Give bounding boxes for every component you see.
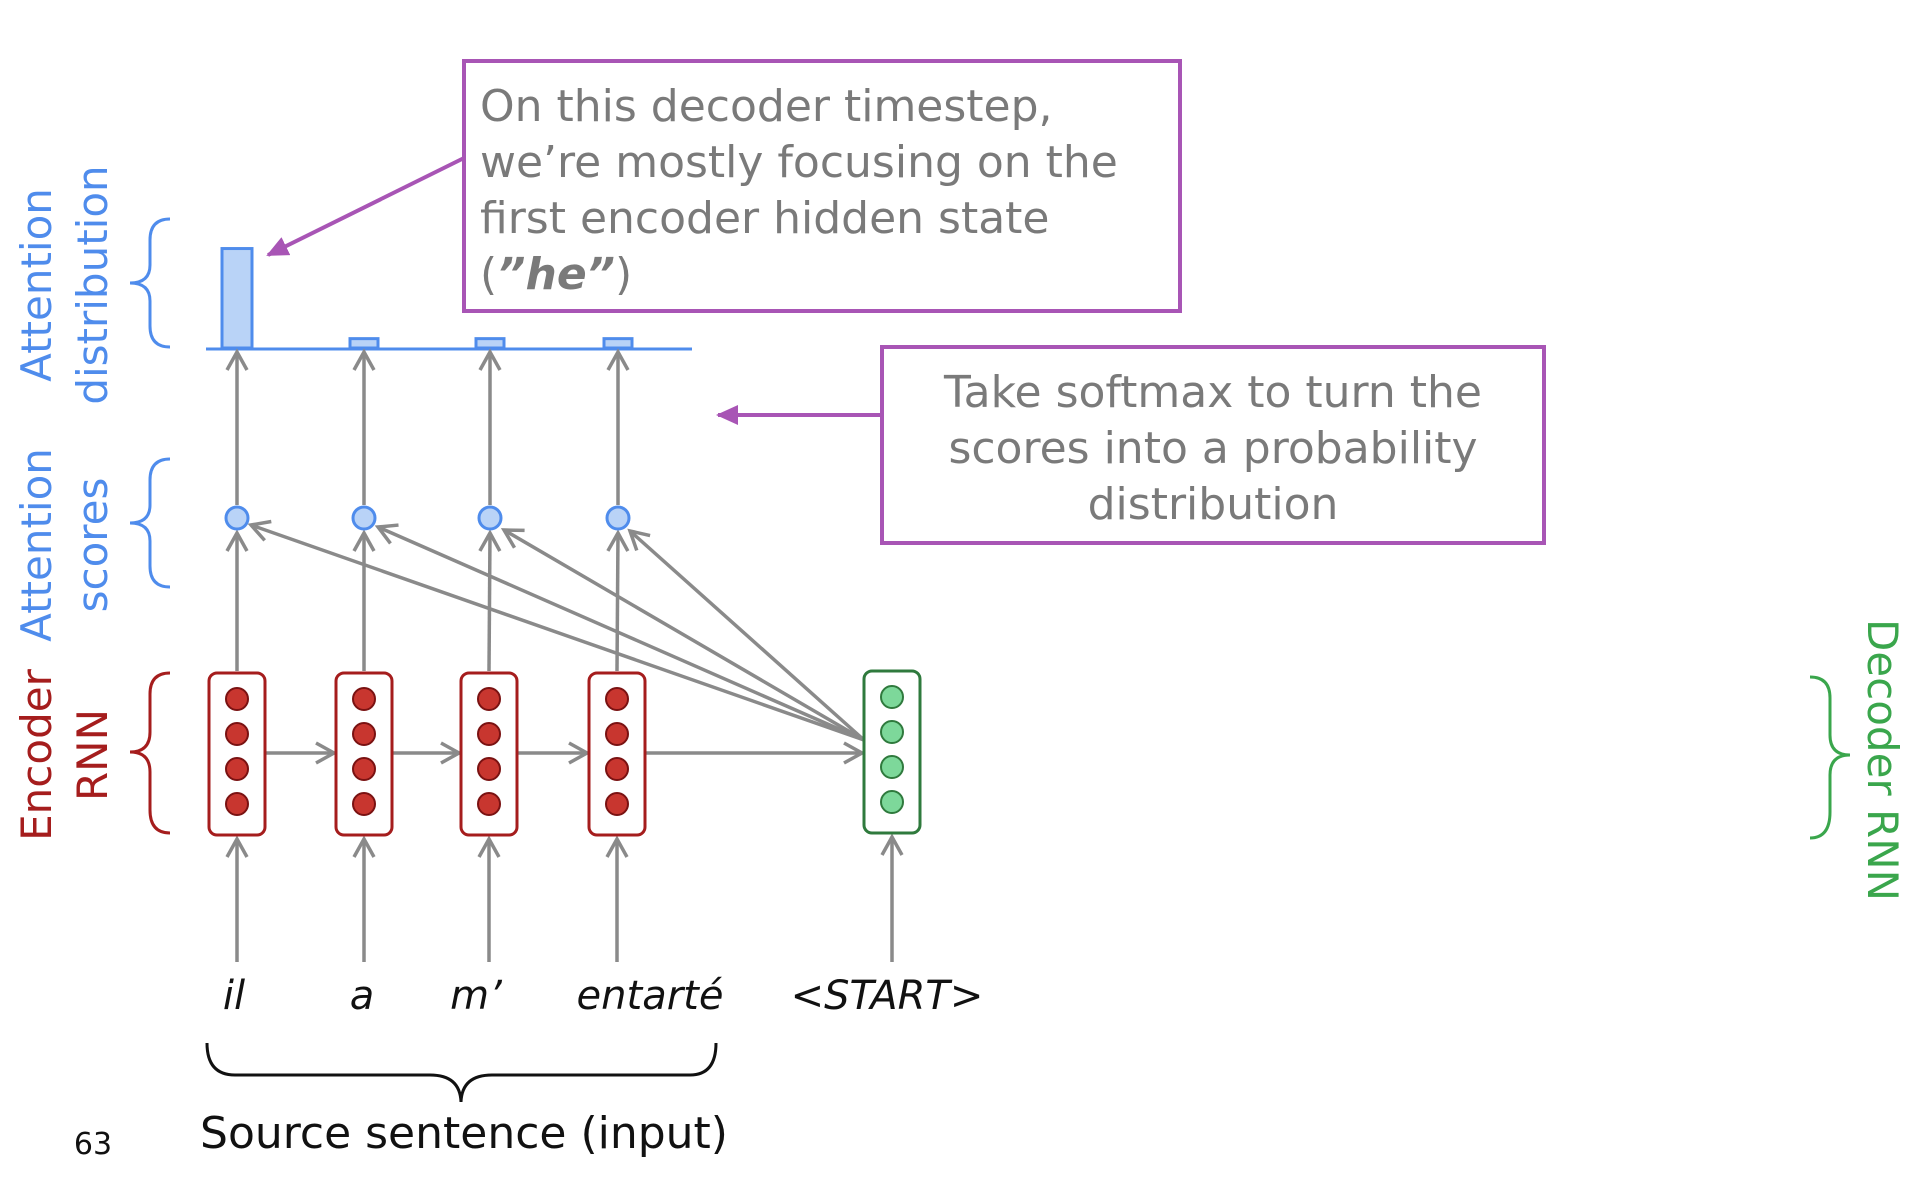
focus-callout-line: we’re mostly focusing on the [480, 137, 1118, 188]
attention-bars [220, 247, 634, 350]
encoder-rnn-label-line2: RNN [68, 708, 117, 802]
attention-score-node [605, 505, 631, 531]
decoder-start-token: <START> [790, 973, 984, 1019]
focus-callout-line: first encoder hidden state [480, 193, 1050, 244]
attention-scores-label-line1: Attention [12, 448, 61, 642]
encoder-cell [207, 671, 267, 837]
focus-callout-paren-open: ( [480, 249, 498, 300]
decoder-to-score-arrows [247, 519, 866, 742]
encoder-cell [459, 671, 519, 837]
focus-callout-paren-close: ) [615, 249, 633, 300]
encoder-cells [207, 671, 647, 837]
focus-callout-line: (”he”) [480, 247, 1164, 303]
source-sentence-bracket [205, 1042, 718, 1103]
attention-distribution-label: Attention distribution [9, 165, 121, 404]
softmax-callout-line: distribution [1087, 479, 1339, 530]
softmax-callout-line: Take softmax to turn the [944, 367, 1482, 418]
encoder-bracket [129, 671, 171, 835]
attention-scores-label-line2: scores [68, 477, 117, 613]
source-word: a [349, 973, 375, 1019]
encoder-cell [334, 671, 394, 837]
attention-score-node [224, 505, 250, 531]
attention-scores-label: Attention scores [9, 448, 121, 642]
source-word: entarté [576, 973, 724, 1019]
encoder-rnn-label-line1: Encoder [12, 669, 61, 841]
input-arrows [225, 833, 904, 962]
decoder-bracket [1809, 675, 1851, 840]
attention-score-nodes [224, 505, 631, 531]
attention-score-node [477, 505, 503, 531]
source-word: il [222, 973, 246, 1019]
encoder-cell [587, 671, 647, 837]
source-sentence-caption: Source sentence (input) [200, 1108, 728, 1159]
source-word: m’ [450, 973, 502, 1019]
focus-callout-pointer [266, 156, 465, 257]
page-number: 63 [73, 1127, 113, 1162]
attention-distribution-label-line2: distribution [68, 165, 117, 405]
attention-scores-bracket [129, 457, 171, 589]
attention-distribution-bracket [129, 217, 171, 349]
decoder-rnn-label: Decoder RNN [1858, 618, 1907, 902]
encoder-to-score-arrows [225, 529, 630, 672]
attention-score-node [351, 505, 377, 531]
attention-distribution-label-line1: Attention [12, 188, 61, 382]
score-to-distribution-arrows [225, 348, 630, 505]
attention-bar [220, 247, 254, 350]
decoder-cell [862, 669, 922, 835]
focus-callout: On this decoder timestep, we’re mostly f… [462, 59, 1182, 313]
attention-bar [474, 337, 506, 350]
attention-bar [602, 337, 634, 350]
softmax-callout: Take softmax to turn the scores into a p… [880, 345, 1546, 545]
encoder-rnn-label: Encoder RNN [9, 669, 121, 841]
focus-callout-line: On this decoder timestep, [480, 81, 1053, 132]
softmax-callout-line: scores into a probability [948, 423, 1478, 474]
attention-bar [348, 337, 380, 350]
focus-callout-emphasis: ”he” [497, 249, 616, 300]
